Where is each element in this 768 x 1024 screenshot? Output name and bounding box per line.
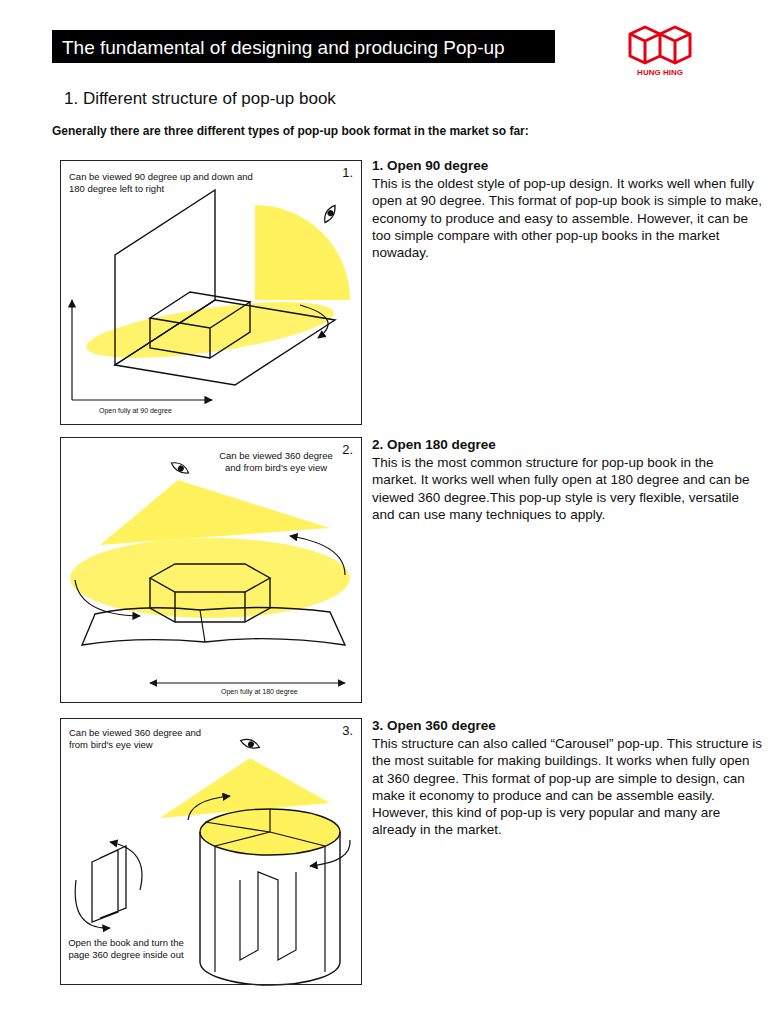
open-360-illustration	[75, 880, 110, 928]
open-90-illustration	[150, 292, 250, 358]
open-360-illustration	[92, 846, 126, 922]
open-360-illustration	[200, 809, 340, 855]
logo-cubes	[630, 27, 690, 63]
view-caption: Can be viewed 360 degree and from bird's…	[69, 727, 219, 751]
structure-body: This is the most common structure for po…	[372, 454, 762, 523]
structure-panel: 2.Can be viewed 360 degree and from bird…	[60, 437, 362, 703]
callout-number: 1.	[342, 165, 353, 181]
structure-body: This is the oldest style of pop-up desig…	[372, 175, 762, 261]
open-360-illustration	[188, 796, 230, 820]
view-caption: Can be viewed 90 degree up and down and …	[69, 171, 254, 195]
section-heading: 1. Different structure of pop-up book	[64, 88, 704, 109]
structure-panel: 1. Can be viewed 90 degree up and down an…	[60, 160, 362, 425]
logo-text: HUNG HING	[620, 68, 700, 78]
structure-body: This structure can also called “Carousel…	[372, 735, 762, 839]
page-title: The fundamental of designing and produci…	[62, 36, 505, 60]
open-360-illustration	[310, 840, 350, 866]
callout-number: 2.	[342, 442, 353, 458]
open-180-illustration	[100, 480, 330, 545]
open-180-illustration	[150, 682, 345, 683]
open-90-illustration	[322, 203, 338, 224]
open-360-illustration	[205, 809, 325, 846]
dimension-label: Open fully at 90 degree	[99, 407, 172, 416]
open-360-illustration	[239, 737, 260, 751]
intro-text: Generally there are three different type…	[52, 124, 762, 139]
open-180-illustration	[82, 607, 345, 645]
dimension-label: Open fully at 180 degree	[221, 688, 298, 697]
open-180-illustration	[70, 460, 350, 683]
open-90-illustration	[71, 300, 72, 400]
open-180-illustration	[75, 580, 140, 616]
open-360-illustration	[110, 842, 142, 890]
open-90-illustration	[72, 399, 212, 400]
instruction-caption: Open the book and turn the page 360 degr…	[67, 937, 185, 961]
open-180-illustration	[150, 564, 270, 592]
open-90-illustration	[300, 305, 328, 338]
logo-cubes	[660, 27, 690, 63]
title-bar: The fundamental of designing and produci…	[52, 30, 555, 63]
open-360-illustration	[215, 846, 325, 972]
open-90-illustration	[72, 190, 350, 400]
open-180-illustration	[70, 538, 350, 618]
structure-heading: 2. Open 180 degree	[372, 437, 762, 454]
structure-heading: 3. Open 360 degree	[372, 718, 762, 735]
open-360-illustration	[200, 809, 340, 855]
open-360-illustration	[160, 758, 330, 818]
open-180-illustration	[150, 578, 270, 622]
open-90-illustration	[115, 300, 335, 385]
callout-number: 3.	[342, 723, 353, 739]
open-90-illustration	[255, 205, 350, 300]
logo-cubes	[630, 27, 660, 63]
view-caption: Can be viewed 360 degree and from bird's…	[211, 450, 341, 474]
open-180-illustration	[290, 536, 345, 575]
open-90-illustration	[115, 190, 215, 365]
structure-heading: 1. Open 90 degree	[372, 158, 762, 175]
open-180-illustration	[200, 610, 205, 642]
open-180-illustration	[170, 460, 191, 476]
structure-panel: 3. Can be viewed 360 degree and from bird…	[60, 718, 362, 985]
